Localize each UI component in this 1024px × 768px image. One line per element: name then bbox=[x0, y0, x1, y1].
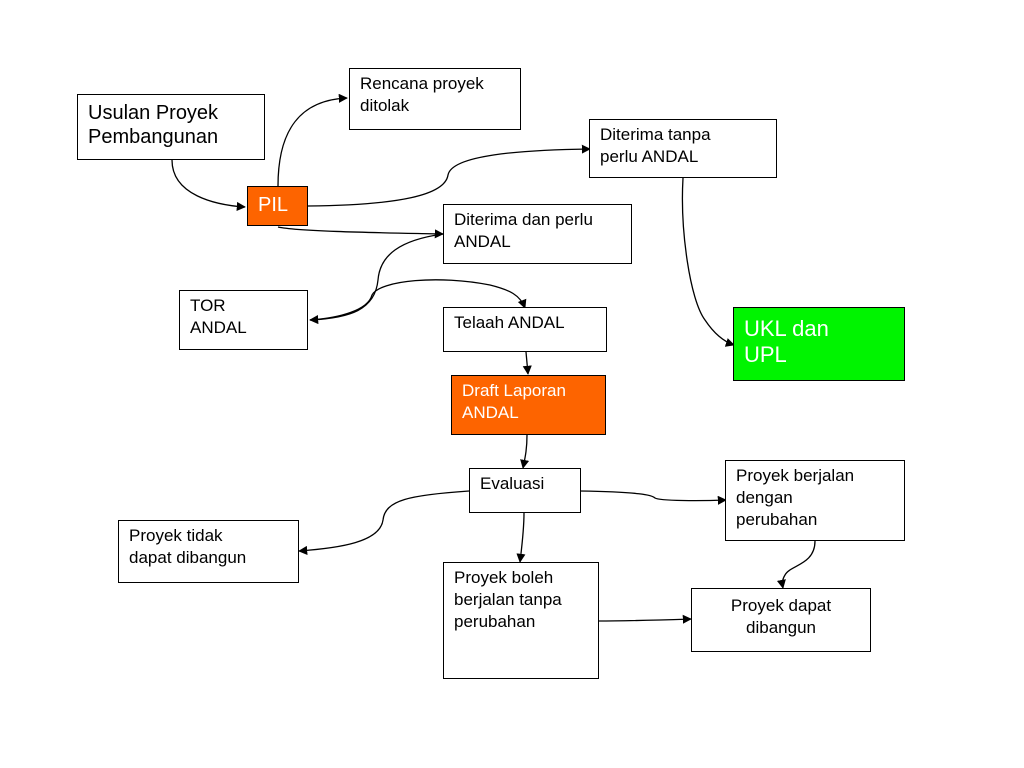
arrow-diterima-tanpa-to-ukl bbox=[681, 177, 735, 347]
arrow-evaluasi-to-boleh bbox=[516, 512, 526, 563]
arrow-pil-to-rencana bbox=[277, 93, 348, 187]
node-evaluasi: Evaluasi bbox=[469, 468, 581, 513]
node-rencana-ditolak: Rencana proyek ditolak bbox=[349, 68, 521, 130]
node-ukl-upl: UKL dan UPL bbox=[733, 307, 905, 381]
arrow-pil-to-diterima-tanpa bbox=[307, 144, 591, 207]
node-proyek-tidak-dapat-dibangun: Proyek tidak dapat dibangun bbox=[118, 520, 299, 583]
node-tor-andal: TOR ANDAL bbox=[179, 290, 308, 350]
arrow-pil-to-diterima-perlu bbox=[277, 226, 444, 239]
arrow-telaah-to-draft bbox=[522, 351, 532, 375]
node-draft-laporan-andal: Draft Laporan ANDAL bbox=[451, 375, 606, 435]
node-diterima-tanpa-andal: Diterima tanpa perlu ANDAL bbox=[589, 119, 777, 178]
node-proyek-berjalan-dengan-perubahan: Proyek berjalan dengan perubahan bbox=[725, 460, 905, 541]
arrow-usulan-to-pil bbox=[171, 159, 246, 211]
arrow-draft-to-evaluasi bbox=[520, 434, 530, 469]
node-telaah-andal: Telaah ANDAL bbox=[443, 307, 607, 352]
node-usulan-proyek: Usulan Proyek Pembangunan bbox=[77, 94, 265, 160]
node-diterima-perlu-andal: Diterima dan perlu ANDAL bbox=[443, 204, 632, 264]
arrow-berjalan-to-dapat bbox=[776, 540, 816, 589]
arrow-evaluasi-to-tidak bbox=[298, 490, 470, 555]
arrow-boleh-to-dapat bbox=[597, 614, 692, 624]
node-proyek-dapat-dibangun: Proyek dapat dibangun bbox=[691, 588, 871, 652]
arrow-tor-to-telaah bbox=[309, 279, 527, 321]
node-pil: PIL bbox=[247, 186, 308, 226]
node-proyek-boleh-berjalan-tanpa-perubahan: Proyek boleh berjalan tanpa perubahan bbox=[443, 562, 599, 679]
arrow-evaluasi-to-berjalan bbox=[579, 490, 727, 505]
arrow-diterima-perlu-to-tor bbox=[309, 233, 444, 325]
